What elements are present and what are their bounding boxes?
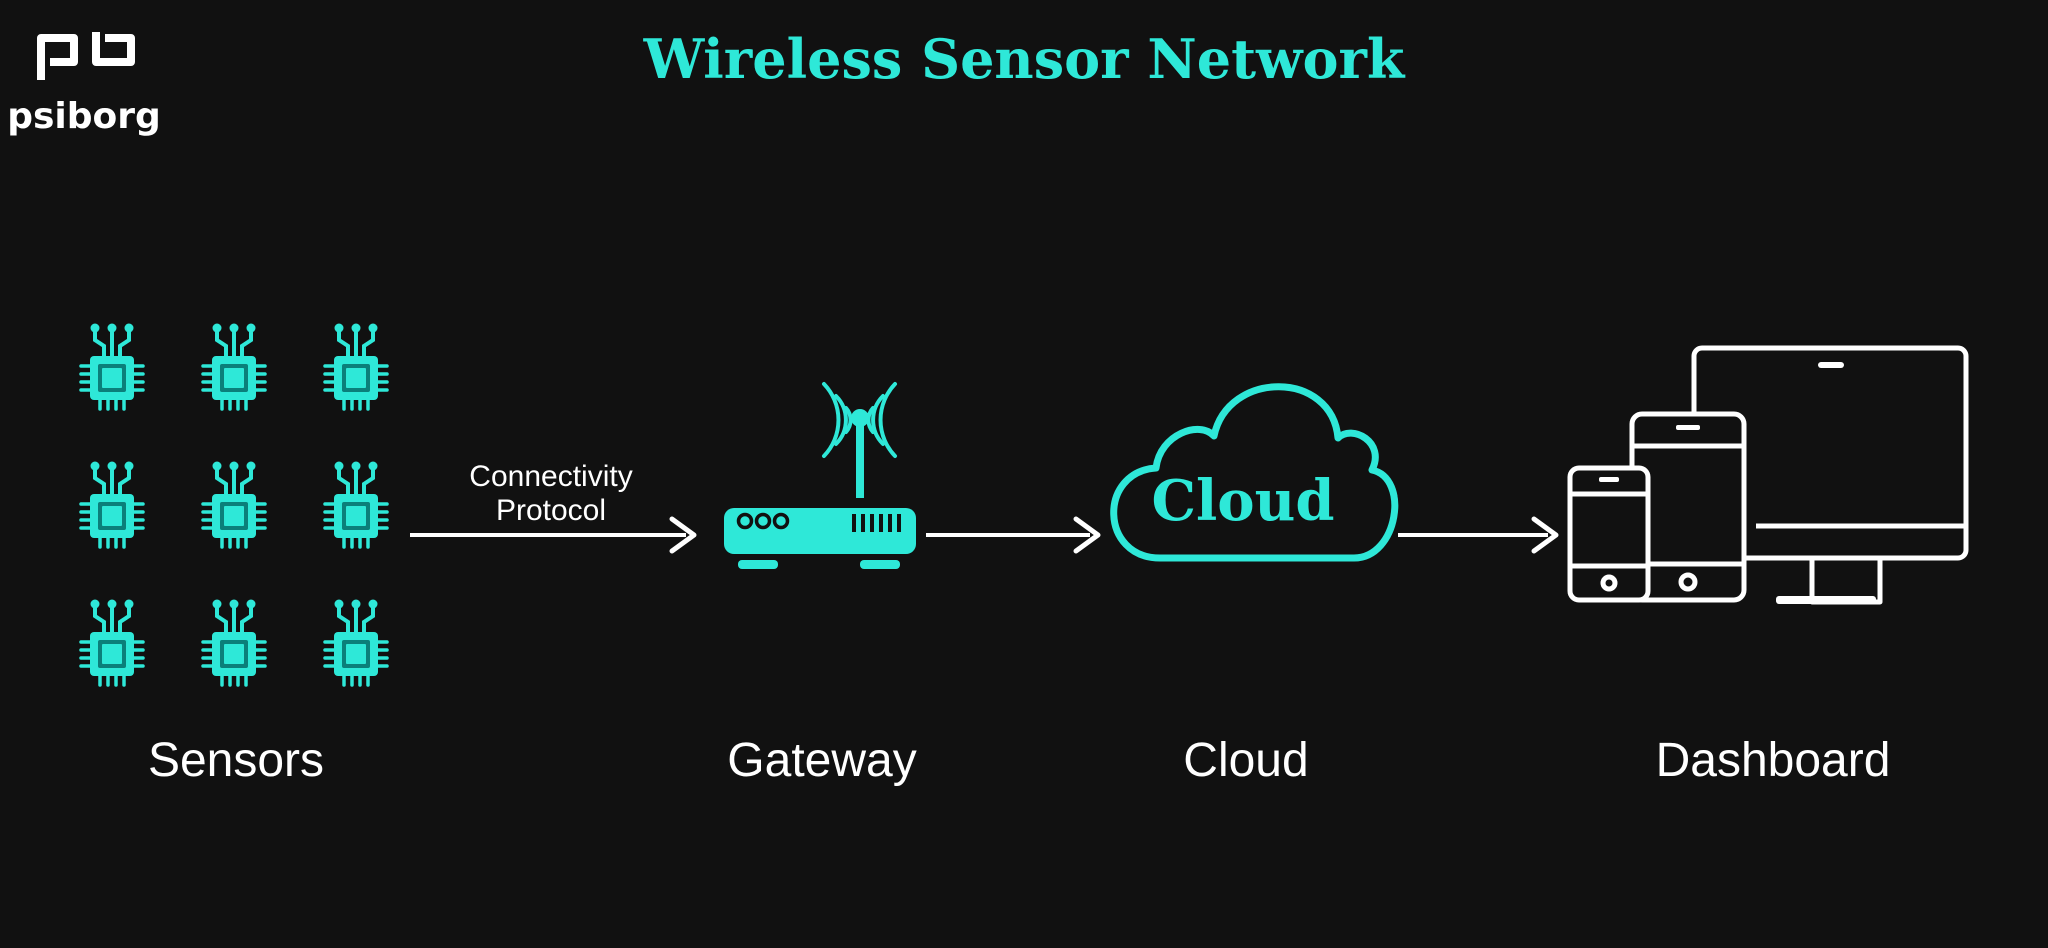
microchip-icon — [79, 321, 145, 411]
tablet-icon — [1629, 411, 1747, 603]
logo-text: psiborg — [7, 96, 161, 137]
microchip-icon — [79, 597, 145, 687]
devices-icon — [1567, 345, 1969, 605]
microchip-icon — [323, 321, 389, 411]
diagram-title: Wireless Sensor Network — [643, 27, 1406, 91]
label-dashboard: Dashboard — [1656, 734, 1891, 787]
cloud-icon — [1110, 383, 1399, 562]
microchip-icon — [79, 459, 145, 549]
edge-label-line-2: Protocol — [496, 494, 606, 527]
microchip-icon — [323, 597, 389, 687]
pb-logo-icon — [37, 32, 135, 80]
edge-label-line-1: Connectivity — [469, 460, 632, 493]
phone-icon — [1567, 465, 1651, 603]
label-sensors: Sensors — [148, 734, 324, 787]
edge-gateway-to-cloud — [926, 516, 1101, 554]
wifi-router-icon — [724, 382, 916, 569]
microchip-icon — [323, 459, 389, 549]
microchip-icon — [201, 321, 267, 411]
edge-sensors-to-gateway — [410, 516, 697, 554]
edge-cloud-to-dashboard — [1398, 516, 1559, 554]
label-gateway: Gateway — [727, 734, 916, 787]
microchip-icon — [201, 597, 267, 687]
label-cloud: Cloud — [1183, 734, 1308, 787]
sensor-grid — [79, 321, 389, 687]
microchip-icon — [201, 459, 267, 549]
cloud-icon-text: Cloud — [1151, 468, 1334, 534]
